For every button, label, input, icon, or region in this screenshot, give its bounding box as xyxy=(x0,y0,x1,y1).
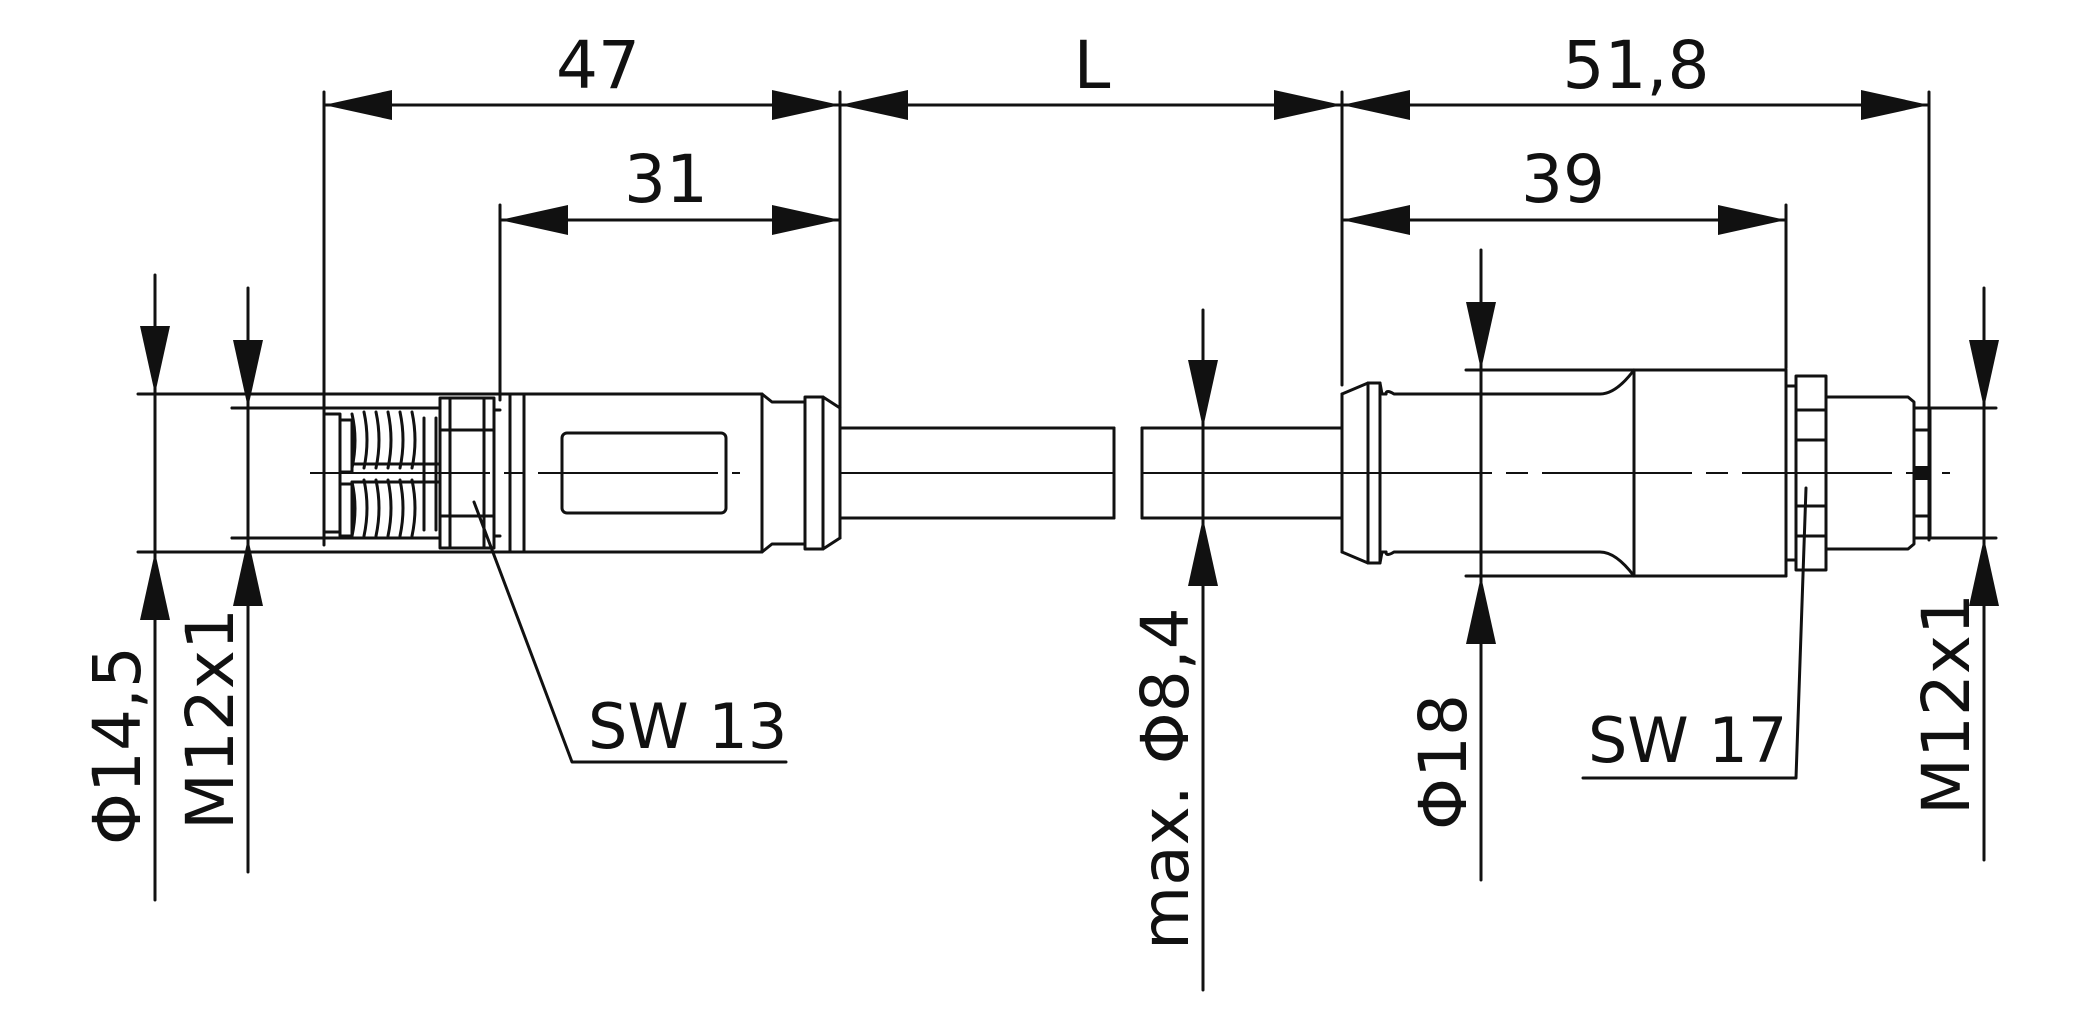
dim-l: L xyxy=(1074,27,1111,104)
dim-thread-right: M12x1 xyxy=(1908,593,1985,815)
dim-cable-dia: max. Φ8,4 xyxy=(1127,607,1204,950)
dim-dia-18: Φ18 xyxy=(1405,694,1482,830)
dim-thread-left: M12x1 xyxy=(172,608,249,830)
dim-31: 31 xyxy=(624,141,708,218)
dim-51-8: 51,8 xyxy=(1563,27,1710,104)
cable xyxy=(838,426,1344,520)
vertical-dimensions xyxy=(140,248,1999,992)
dim-47: 47 xyxy=(556,27,640,104)
thread-coils-left xyxy=(350,410,417,538)
left-connector xyxy=(136,392,842,554)
right-connector xyxy=(1340,368,1950,578)
vertical-dimension-texts: Φ14,5 M12x1 max. Φ8,4 Φ18 M12x1 xyxy=(79,593,1985,950)
dim-39: 39 xyxy=(1521,141,1605,218)
leaders xyxy=(472,486,1808,780)
dim-dia-14-5: Φ14,5 xyxy=(79,646,156,845)
label-sw17: SW 17 xyxy=(1588,704,1787,777)
dimension-lines-top xyxy=(322,90,1931,547)
label-sw13: SW 13 xyxy=(588,690,787,763)
dimension-texts-top: 47 L 51,8 31 39 xyxy=(556,27,1709,218)
